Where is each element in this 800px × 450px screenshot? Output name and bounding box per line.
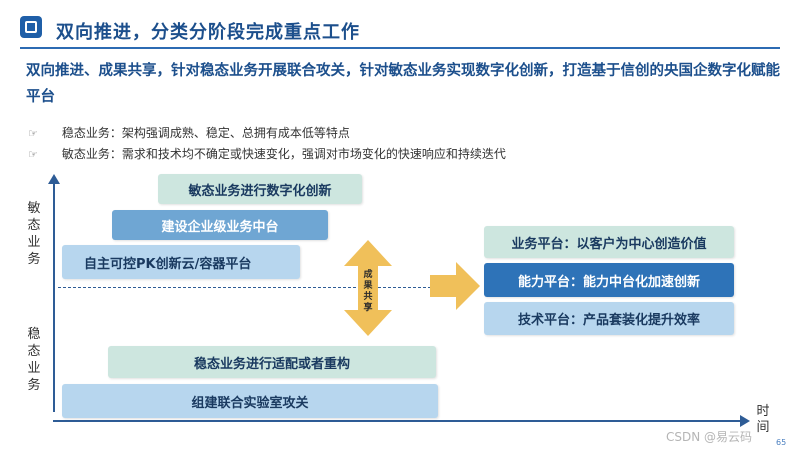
box-stable-adapt-refactor: 稳态业务进行适配或者重构 [108,346,436,378]
bullet-agile: ☞ 敏态业务：需求和技术均不确定或快速变化，强调对市场变化的快速响应和持续迭代 [28,145,506,162]
handshake-icon: ☞ [28,127,38,140]
x-axis-label-time: 时间 [756,404,770,435]
chip-icon [20,16,42,38]
page-number: 65 [776,438,787,447]
page-title: 双向推进，分类分阶段完成重点工作 [56,22,360,43]
divider-dashed-line [58,287,476,288]
box-pk-innovation-cloud: 自主可控PK创新云/容器平台 [62,245,300,279]
y-axis-line [53,182,55,412]
double-arrow-icon [344,240,392,336]
box-enterprise-business-platform: 建设企业级业务中台 [112,210,328,240]
share-label: 成果共享 [363,270,373,313]
box-technical-platform: 技术平台：产品套装化提升效率 [484,302,734,335]
y-axis-arrowhead [48,174,60,184]
x-axis-line [53,420,743,422]
box-agile-digital-innovation: 敏态业务进行数字化创新 [158,174,362,204]
right-arrow-icon [430,262,480,310]
box-joint-lab: 组建联合实验室攻关 [62,384,438,418]
subtitle: 双向推进、成果共享，针对稳态业务开展联合攻关，针对敏态业务实现数字化创新，打造基… [26,63,780,105]
x-axis-arrowhead [740,415,750,427]
y-axis-label-agile: 敏态业务 [27,201,41,267]
handshake-icon: ☞ [28,148,38,161]
watermark: CSDN @易云码 [666,430,753,444]
box-business-platform: 业务平台：以客户为中心创造价值 [484,226,734,258]
bullet-stable: ☞ 稳态业务：架构强调成熟、稳定、总拥有成本低等特点 [28,124,350,141]
bullet-label: 敏态业务：需求和技术均不确定或快速变化，强调对市场变化的快速响应和持续迭代 [61,147,506,161]
bullet-label: 稳态业务：架构强调成熟、稳定、总拥有成本低等特点 [61,126,350,140]
box-capability-platform: 能力平台：能力中台化加速创新 [484,263,734,297]
y-axis-label-stable: 稳态业务 [27,327,41,393]
title-divider [20,47,780,49]
